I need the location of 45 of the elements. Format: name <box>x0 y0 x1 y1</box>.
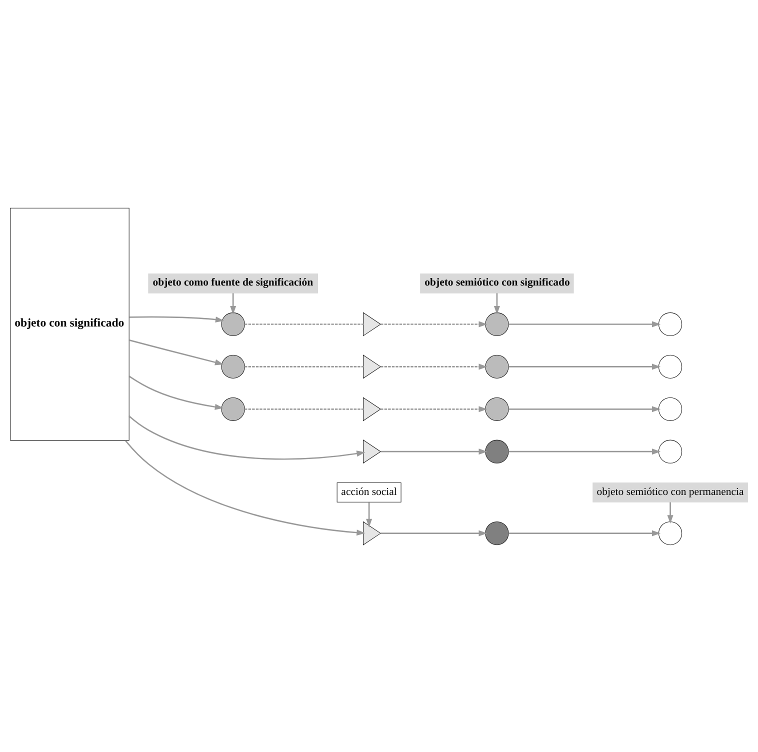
node-circle <box>658 439 682 463</box>
node-triangle <box>363 354 382 378</box>
node-circle <box>658 354 682 378</box>
node-circle <box>485 439 509 463</box>
node-box: objeto semiótico con significado <box>420 272 574 293</box>
arrow <box>380 448 488 454</box>
arrow <box>230 292 236 314</box>
arrow <box>124 440 366 536</box>
arrow <box>508 320 661 327</box>
node-circle <box>658 312 682 336</box>
node-circle <box>485 396 509 420</box>
node-triangle <box>363 439 382 464</box>
node-circle <box>221 396 245 420</box>
node-triangle <box>363 396 382 421</box>
node-box: objeto como fuente de significación <box>148 272 318 293</box>
arrow <box>380 320 488 327</box>
node-box: objeto con significado <box>10 207 130 440</box>
arrow <box>380 530 488 536</box>
arrow <box>128 338 224 365</box>
arrow <box>508 363 661 370</box>
node-triangle <box>363 520 382 545</box>
connector <box>244 323 364 324</box>
arrow <box>508 530 661 536</box>
node-circle <box>485 520 509 545</box>
arrow <box>508 406 661 412</box>
arrow <box>380 406 488 412</box>
node-circle <box>485 354 509 378</box>
arrow <box>494 292 500 314</box>
arrow <box>128 375 224 410</box>
arrow <box>667 502 674 524</box>
arrow <box>380 363 488 370</box>
node-circle <box>221 354 245 378</box>
node-circle <box>658 520 682 545</box>
node-circle <box>485 312 509 336</box>
connector <box>244 366 364 367</box>
arrow <box>129 316 224 322</box>
arrow <box>366 502 372 528</box>
node-circle <box>221 312 245 336</box>
node-circle <box>658 396 682 420</box>
node-triangle <box>363 312 382 336</box>
node-box: acción social <box>336 482 402 502</box>
connector <box>244 408 364 410</box>
arrow <box>128 415 366 460</box>
node-box: objeto semiótico con permanencia <box>592 482 748 502</box>
arrow <box>508 448 661 454</box>
